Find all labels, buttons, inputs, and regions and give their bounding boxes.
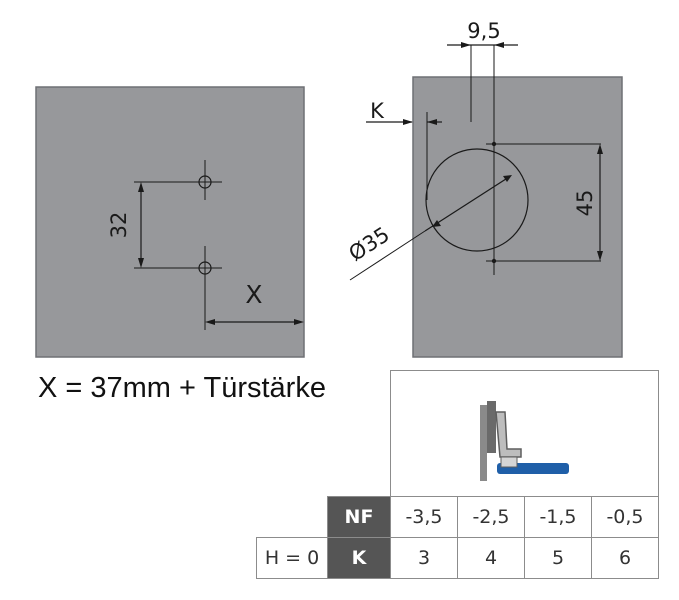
hinge-bracket <box>500 456 517 468</box>
dim-x-arrow-left <box>205 319 215 325</box>
k-label-cell: K <box>327 537 391 579</box>
k-value-cell: 5 <box>524 537 592 579</box>
dim-32-arrow-bottom <box>138 258 144 268</box>
dim-9-5-arrow-left <box>461 42 471 48</box>
door-thickness-formula: X = 37mm + Türstärke <box>38 372 326 404</box>
nf-value-cell: -3,5 <box>390 496 458 538</box>
dim-45-label: 45 <box>573 190 597 217</box>
left-panel-face <box>35 86 305 358</box>
k-value-cell: 4 <box>457 537 525 579</box>
diameter-arrow-top <box>503 175 512 182</box>
table-blank-cell <box>257 371 328 497</box>
dim-32-arrow-top <box>138 182 144 192</box>
dim-k-label: K <box>370 99 385 123</box>
dim-9-5-label: 9,5 <box>467 19 500 43</box>
dim-45-arrow-top <box>597 144 603 154</box>
dim-d35-label: Ø35 <box>345 222 394 266</box>
overlay-k-table: NF -3,5 -2,5 -1,5 -0,5 H = 0 K 3 4 5 6 <box>256 370 659 579</box>
h-label-cell: H = 0 <box>256 537 328 579</box>
dim-45-arrow-bottom <box>597 251 603 261</box>
right-panel: 9,5 K 45 Ø35 <box>345 19 623 358</box>
diameter-leader-line <box>349 230 426 281</box>
hinge-arm <box>494 411 522 458</box>
nf-value-cell: -0,5 <box>591 496 659 538</box>
hinge-illustration-cell <box>390 370 659 497</box>
hinge-side-panel <box>479 405 487 481</box>
table-blank-cell <box>257 497 328 538</box>
dim-k-arrow-left <box>403 119 413 125</box>
nf-label-cell: NF <box>327 496 391 538</box>
nf-value-cell: -1,5 <box>524 496 592 538</box>
dim-9-5-arrow-right <box>494 42 504 48</box>
dim-x-arrow-right <box>294 319 304 325</box>
dim-32-label: 32 <box>107 212 131 239</box>
dim-k-arrow-right <box>427 119 437 125</box>
table-blank-cell <box>328 371 391 497</box>
k-value-cell: 3 <box>390 537 458 579</box>
hinge-drilling-diagram: 32 X 9,5 K 45 <box>35 19 623 358</box>
cup-bore-circle <box>425 148 529 252</box>
diameter-line <box>424 176 510 232</box>
left-panel: 32 X <box>35 86 305 358</box>
hinge-illustration <box>479 401 569 481</box>
nf-value-cell: -2,5 <box>457 496 525 538</box>
hinge-door-edge <box>486 401 496 453</box>
diameter-arrow-bottom <box>432 220 441 227</box>
k-value-cell: 6 <box>591 537 659 579</box>
dim-x-label: X <box>245 280 262 309</box>
